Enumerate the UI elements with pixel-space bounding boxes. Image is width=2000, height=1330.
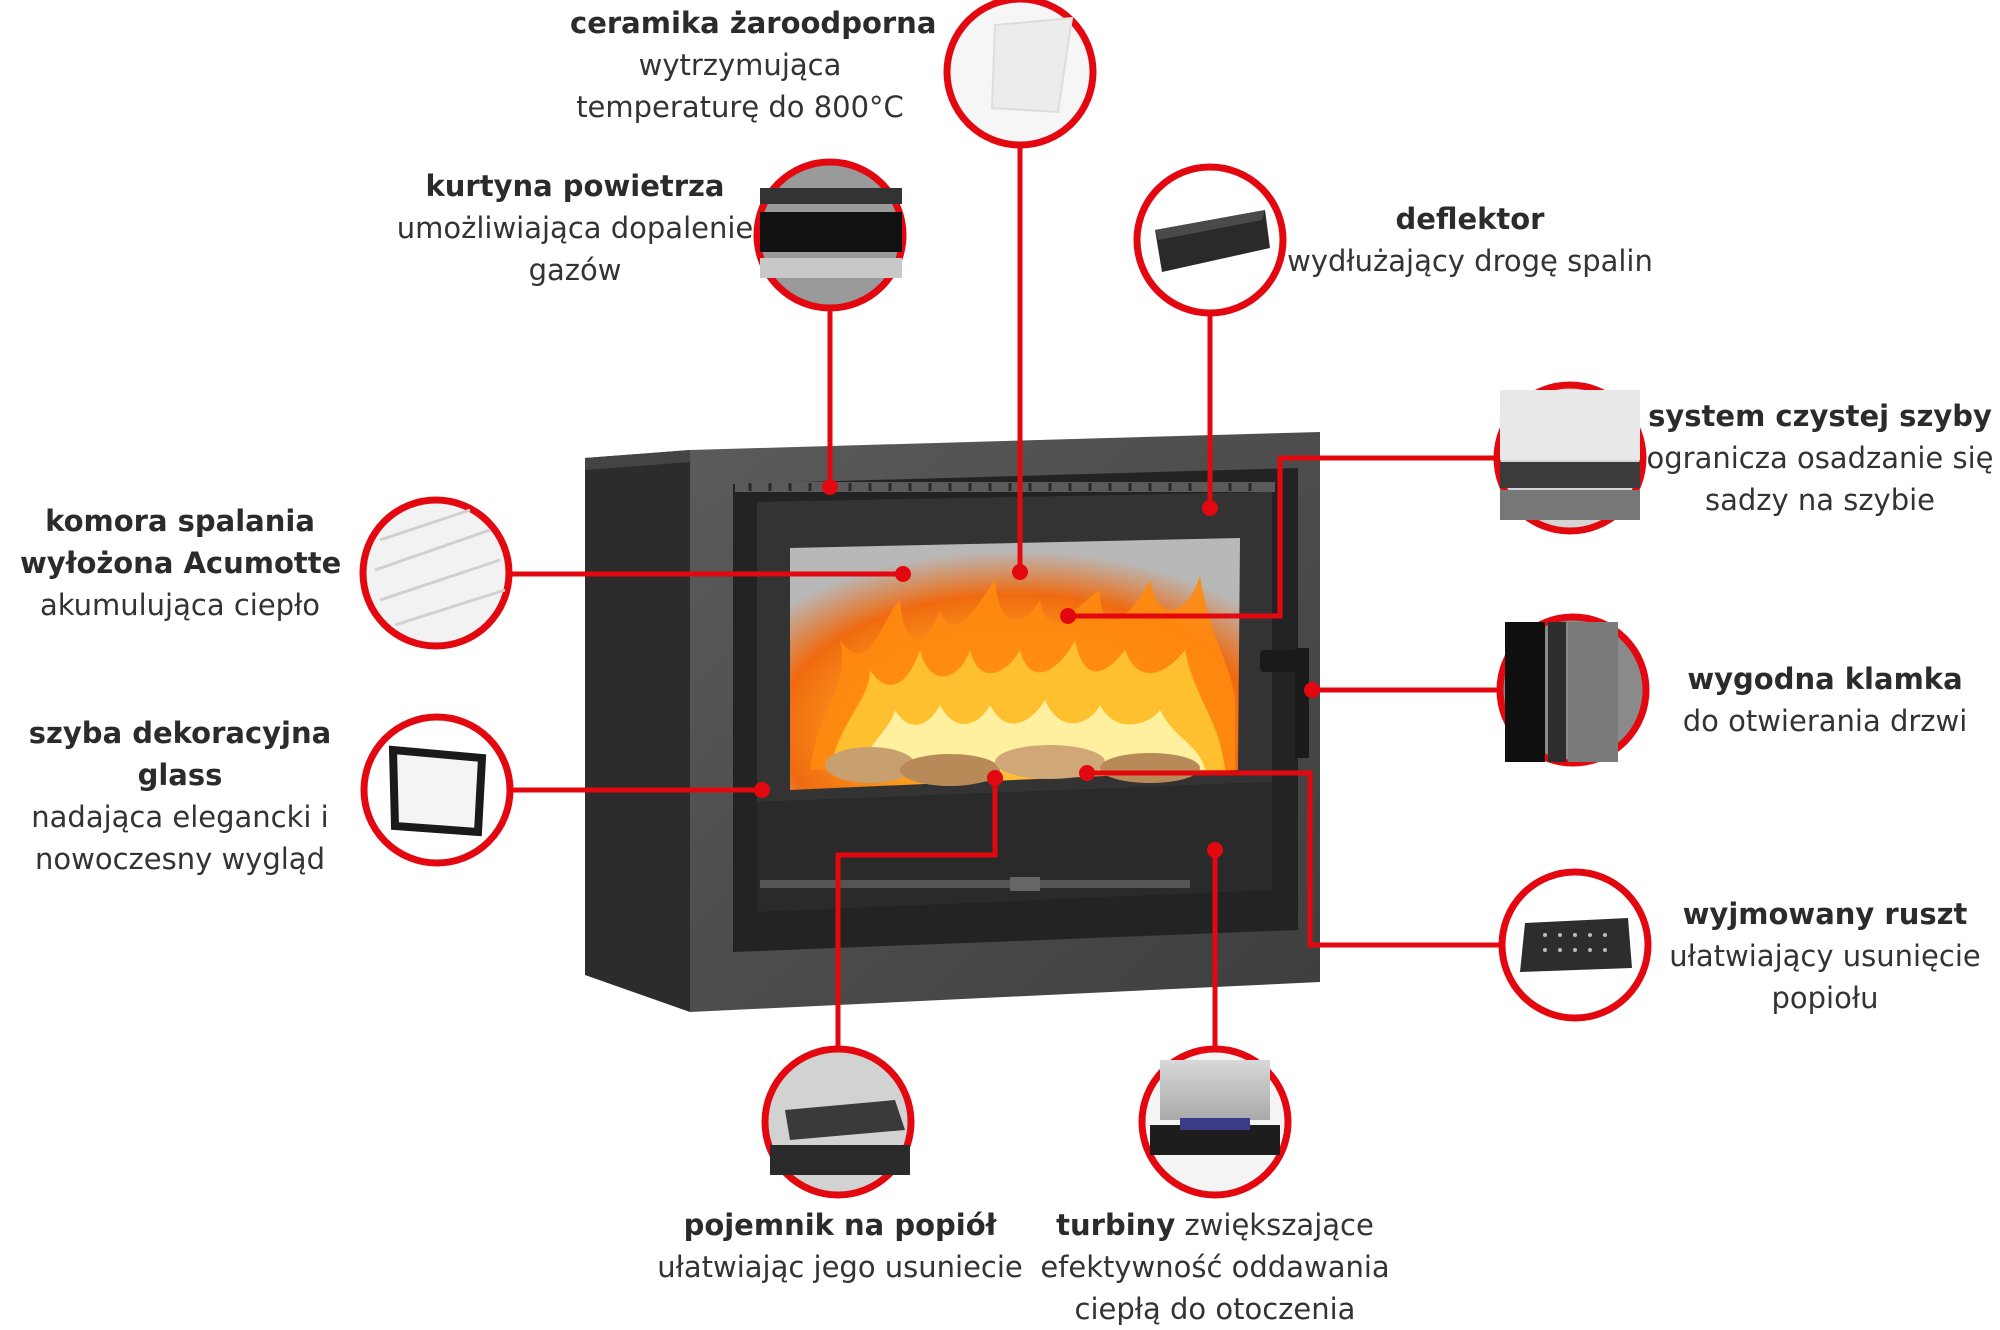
turbine-icon [1138,1045,1292,1199]
label-ceramika: ceramika żaroodporna wytrzymująca temper… [570,6,937,124]
flames [810,575,1235,770]
top-vent [735,482,1275,492]
side-housing [585,450,690,1012]
bottom-vent [760,880,1190,888]
door-handle-icon [1496,613,1650,767]
grate-icon [1498,868,1652,1022]
acumotte-lining-icon [359,496,513,650]
label-klamka: wygodna klamka do otwierania drzwi [1682,662,1968,738]
label-pojemnik: pojemnik na popiół ułatwiając jego usuni… [657,1208,1023,1284]
label-deflektor: deflektor wydłużający drogę spalin [1287,202,1653,278]
label-komora: komora spalania wyłożona Acumotte akumul… [20,504,342,622]
fireplace-insert [585,432,1320,1012]
ceramic-plate-icon [943,0,1097,149]
deflector-icon [1133,163,1287,317]
label-kurtyna: kurtyna powietrza umożliwiająca dopaleni… [396,169,754,287]
label-szyba: szyba dekoracyjna glass nadająca eleganc… [28,716,332,876]
lower-panel [757,782,1272,912]
air-curtain-icon [753,158,907,312]
label-turbiny: turbiny zwiększające efektywność oddawan… [1040,1208,1390,1326]
leader-lines [497,145,1505,1055]
clean-glass-icon [1493,381,1647,535]
label-system: system czystej szyby ogranicza osadzanie… [1646,399,1994,517]
anchor-dots [754,479,1320,858]
label-ruszt: wyjmowany ruszt ułatwiający usunięcie po… [1669,897,1981,1015]
glass-pane-icon [360,713,514,867]
ash-pan-icon [761,1045,915,1199]
